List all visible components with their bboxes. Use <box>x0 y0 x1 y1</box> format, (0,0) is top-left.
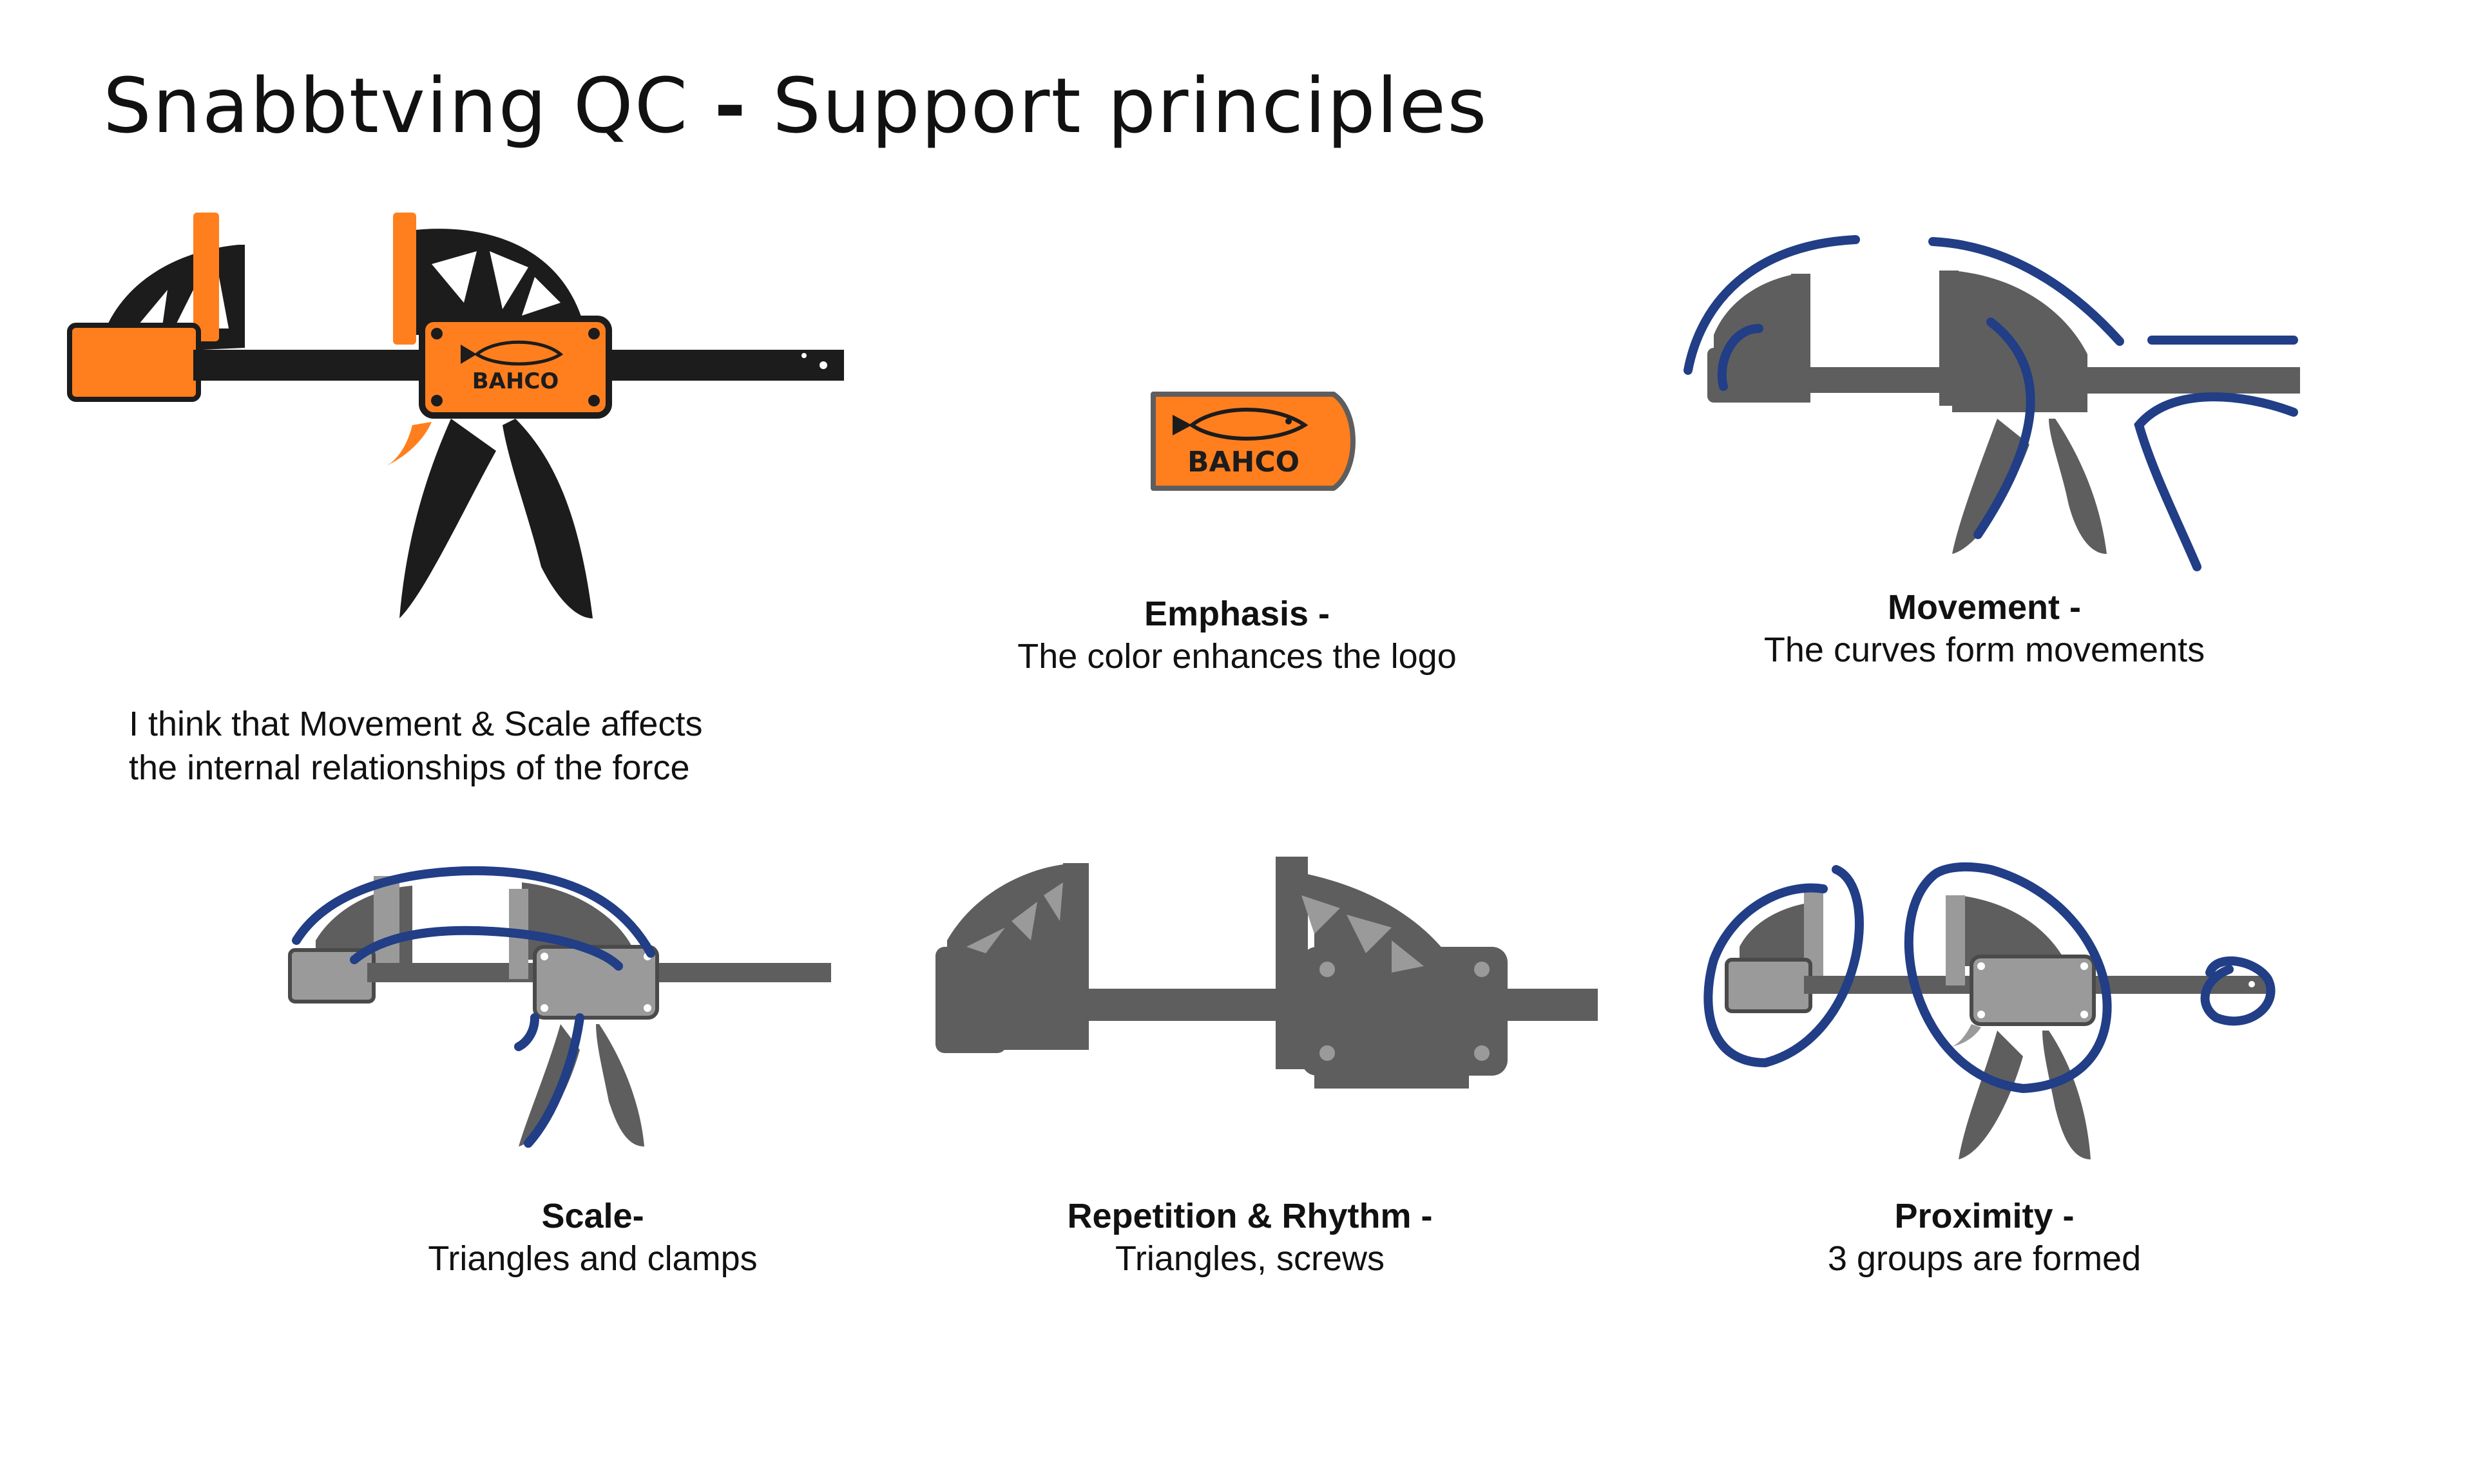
proximity-figure <box>1703 862 2276 1159</box>
caption-emphasis-suffix: - <box>1309 595 1330 633</box>
caption-proximity-text: 3 groups are formed <box>1827 1239 2142 1278</box>
caption-scale: Scale- Triangles and clamps <box>361 1195 825 1280</box>
caption-emphasis-text: The color enhances the logo <box>1017 637 1457 676</box>
caption-movement-suffix: - <box>2060 588 2082 627</box>
clamp-logo-text: BAHCO <box>472 368 559 394</box>
caption-repetition-text: Triangles, screws <box>1115 1239 1385 1278</box>
title-main: Snabbtving QC <box>103 61 689 150</box>
caption-proximity-head: Proximity <box>1894 1197 2053 1235</box>
movement-figure <box>1683 235 2300 571</box>
title-dash: - <box>714 61 747 150</box>
note-line-1: I think that Movement & Scale affects <box>129 705 703 743</box>
caption-emphasis-head: Emphasis <box>1144 595 1309 633</box>
note-text: I think that Movement & Scale affects th… <box>129 702 702 790</box>
caption-proximity-suffix: - <box>2053 1197 2075 1235</box>
clamp-color-figure: BAHCO <box>67 213 844 618</box>
caption-movement: Movement - The curves form movements <box>1752 586 2216 671</box>
caption-movement-text: The curves form movements <box>1763 631 2205 669</box>
caption-proximity: Proximity - 3 groups are formed <box>1752 1195 2216 1280</box>
scale-figure <box>288 866 831 1148</box>
caption-scale-text: Triangles and clamps <box>428 1239 758 1278</box>
title-sub: Support principles <box>772 61 1488 150</box>
caption-repetition-head: Repetition & Rhythm <box>1067 1197 1412 1235</box>
badge-logo-text: BAHCO <box>1187 446 1299 479</box>
caption-repetition: Repetition & Rhythm - Triangles, screws <box>1018 1195 1482 1280</box>
caption-emphasis: Emphasis - The color enhances the logo <box>1005 593 1469 678</box>
bahco-logo-badge: BAHCO <box>1151 392 1356 491</box>
caption-repetition-suffix: - <box>1411 1197 1433 1235</box>
caption-scale-suffix: - <box>632 1197 644 1235</box>
caption-movement-head: Movement <box>1887 588 2060 627</box>
caption-scale-head: Scale <box>541 1197 633 1235</box>
note-line-2: the internal relationships of the force <box>129 748 690 787</box>
slide-title: Snabbtving QC - Support principles <box>103 61 1488 150</box>
repetition-figure <box>935 857 1598 1089</box>
